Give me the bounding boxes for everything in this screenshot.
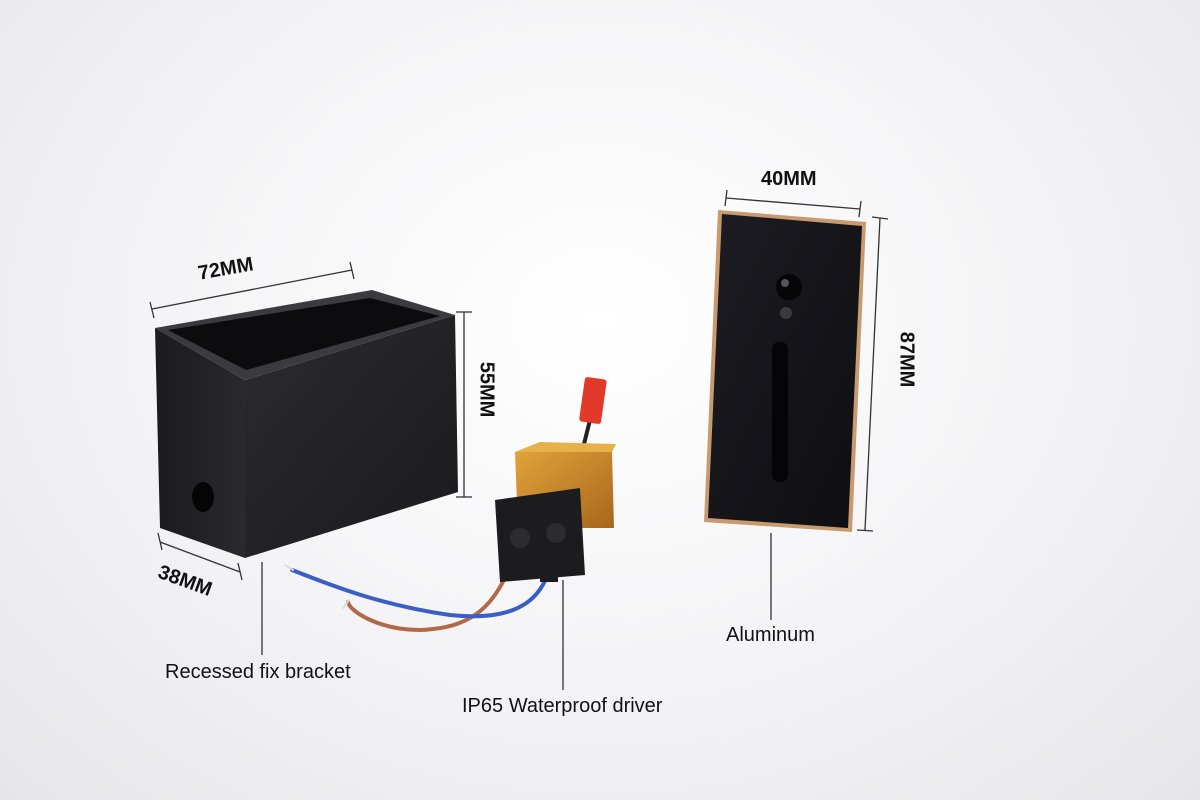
dim-line-40 <box>725 197 861 210</box>
light-slot <box>772 342 788 482</box>
bracket-front-face <box>245 315 458 558</box>
motion-sensor <box>776 274 802 300</box>
label-recessed-bracket: Recessed fix bracket <box>165 661 351 683</box>
aluminum-plate <box>704 210 866 532</box>
dim-line-72 <box>151 269 353 310</box>
dim-87mm: 87MM <box>895 331 918 388</box>
wire-tip <box>284 564 294 571</box>
driver-end-cap <box>495 488 585 582</box>
dim-40mm: 40MM <box>761 168 817 190</box>
dim-line-38 <box>159 541 241 573</box>
label-waterproof-driver: IP65 Waterproof driver <box>462 695 663 717</box>
label-aluminum: Aluminum <box>726 624 815 646</box>
wire-tip <box>342 599 350 609</box>
bracket-hole <box>192 482 214 512</box>
bracket-side-face <box>155 328 245 558</box>
driver-top <box>515 442 616 452</box>
red-connector <box>579 377 607 424</box>
recessed-bracket <box>155 290 458 558</box>
cable-gland <box>546 523 566 543</box>
sensor-knob <box>780 307 792 319</box>
dimension-lines <box>149 189 889 690</box>
dim-line-87 <box>864 217 881 531</box>
bracket-opening <box>168 298 440 370</box>
dim-55mm: 55MM <box>475 361 498 418</box>
blue-wire <box>290 538 557 619</box>
waterproof-driver <box>495 442 616 582</box>
cable-gland <box>510 528 530 548</box>
